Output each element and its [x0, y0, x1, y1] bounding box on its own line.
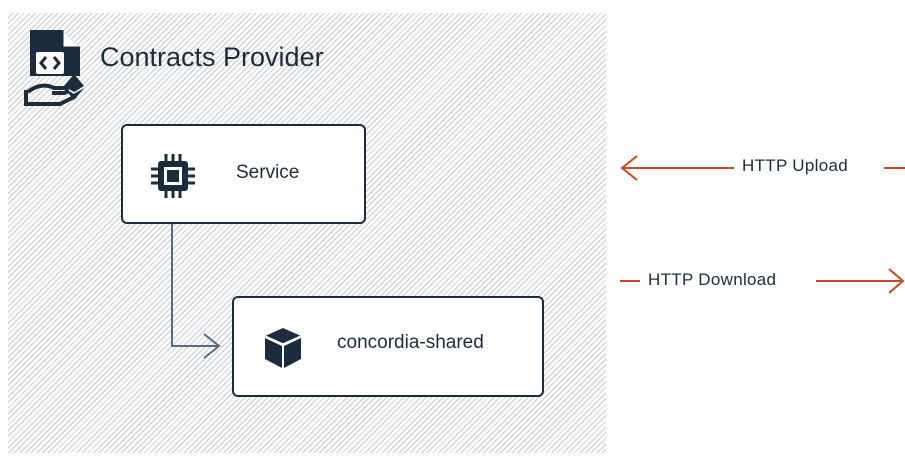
contract-provider-icon — [24, 30, 84, 106]
http-download-label: HTTP Download — [648, 270, 777, 289]
concordia-shared-node[interactable]: concordia-shared — [232, 296, 544, 397]
cpu-chip-icon — [151, 154, 195, 198]
group-title: Contracts Provider — [100, 42, 324, 72]
http-upload-label: HTTP Upload — [742, 156, 848, 175]
service-node[interactable]: Service — [121, 124, 366, 224]
service-label: Service — [236, 162, 300, 183]
concordia-shared-label: concordia-shared — [337, 332, 484, 353]
package-box-icon — [264, 328, 302, 368]
